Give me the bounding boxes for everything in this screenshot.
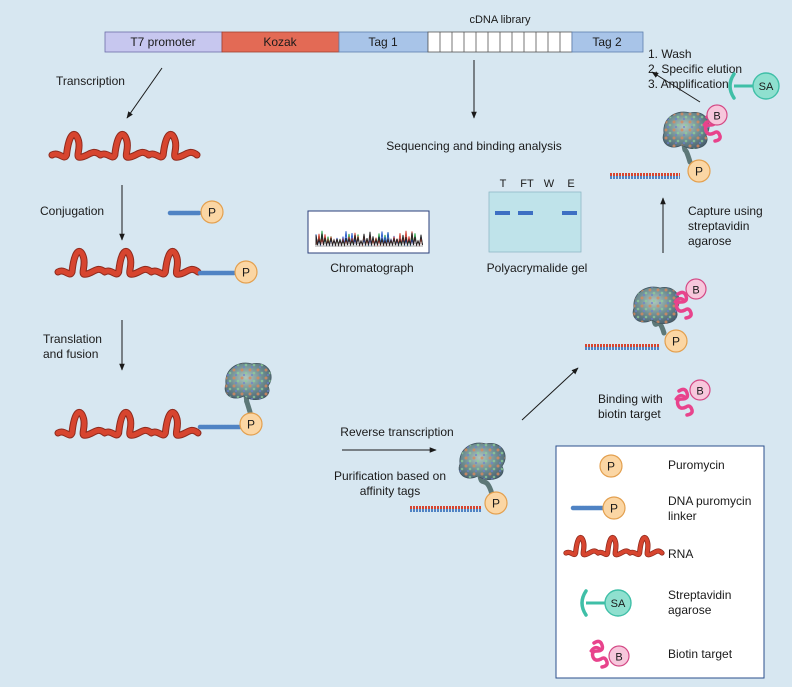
chromatograph <box>307 210 430 254</box>
biotin-badge: B <box>689 379 711 401</box>
puromycin-letter: P <box>610 502 618 516</box>
biotin-target-icon <box>589 639 609 669</box>
cdna-library-label: cDNA library <box>469 14 531 26</box>
label-gel: Polyacrymalide gel <box>487 261 588 275</box>
legend-box <box>555 445 765 679</box>
rna-strand <box>54 408 202 439</box>
gel-lane-ft: FT <box>520 178 534 190</box>
gel-band-ft <box>518 211 533 215</box>
arrow-selection <box>651 71 701 103</box>
segment-t7-label: T7 promoter <box>130 35 195 49</box>
label-binding-2: biotin target <box>598 407 661 421</box>
streptavidin-icon: SA <box>580 589 632 617</box>
label-purification-1: Purification based on <box>334 469 446 483</box>
streptavidin-icon: SA <box>728 72 780 100</box>
gel-band-t <box>495 211 510 215</box>
legend-biotin: Biotin target <box>668 647 733 661</box>
legend: P P SA B Puromycin DNA puromycin linker RNA… <box>555 445 765 679</box>
polyacrylamide-gel: T FT W E <box>488 178 582 253</box>
cdna-rna-hybrid <box>410 506 482 512</box>
biotin-badge: B <box>608 645 630 667</box>
puromycin-badge: P <box>687 159 711 183</box>
label-sequencing: Sequencing and binding analysis <box>386 139 561 153</box>
label-transcription: Transcription <box>56 74 125 88</box>
arrow-transcription <box>126 67 163 119</box>
puromycin-badge: P <box>200 200 224 224</box>
puromycin-badge: P <box>602 496 626 520</box>
segment-tag2-label: Tag 2 <box>592 35 622 49</box>
gel-band-e <box>562 211 577 215</box>
label-translation-2: and fusion <box>43 347 98 361</box>
biotin-target-icon <box>673 290 693 320</box>
legend-rna: RNA <box>668 547 693 561</box>
label-chromatograph: Chromatograph <box>330 261 413 275</box>
label-reverse-transcription: Reverse transcription <box>340 425 453 439</box>
label-selection-3: 3. Amplification <box>648 77 729 91</box>
label-purification-2: affinity tags <box>360 484 420 498</box>
puromycin-letter: P <box>208 206 216 220</box>
rna-strand <box>54 247 202 278</box>
arrow-binding <box>521 367 579 421</box>
translated-protein <box>662 111 710 165</box>
segment-kozak-label: Kozak <box>263 35 297 49</box>
label-conjugation: Conjugation <box>40 204 104 218</box>
label-selection-1: 1. Wash <box>648 47 692 61</box>
legend-streptavidin-1: Streptavidin <box>668 588 731 602</box>
translated-protein <box>224 362 272 415</box>
puromycin-badge: P <box>599 454 623 478</box>
puromycin-badge: P <box>234 260 258 284</box>
translated-protein <box>458 442 506 497</box>
legend-linker-1: DNA puromycin <box>668 494 751 508</box>
puromycin-badge: P <box>239 412 263 436</box>
label-selection-2: 2. Specific elution <box>648 62 742 76</box>
cdna-rna-hybrid <box>585 344 660 350</box>
biotin-target-icon <box>674 387 694 417</box>
legend-linker-2: linker <box>668 509 697 523</box>
label-binding-1: Binding with <box>598 392 663 406</box>
translated-protein <box>632 286 680 336</box>
puromycin-badge: P <box>664 329 688 353</box>
construct-bar: T7 promoter Kozak Tag 1 Tag 2 <box>104 31 644 53</box>
segment-tag1-label: Tag 1 <box>368 35 398 49</box>
biotin-letter: B <box>696 386 703 398</box>
label-capture-2: streptavidin <box>688 219 749 233</box>
biotin-letter: B <box>615 652 622 664</box>
puromycin-letter: P <box>607 460 615 474</box>
gel-lane-e: E <box>567 178 574 190</box>
cdna-library-cells <box>439 32 561 52</box>
puromycin-letter: P <box>695 165 703 179</box>
biotin-badge: B <box>685 278 707 300</box>
legend-puromycin: Puromycin <box>668 458 725 472</box>
segment-tag-2 <box>571 31 644 53</box>
flow-arrows <box>119 60 701 453</box>
puromycin-badge: P <box>484 491 508 515</box>
biotin-letter: B <box>692 285 699 297</box>
label-translation-1: Translation <box>43 332 102 346</box>
streptavidin-letters: SA <box>611 598 626 610</box>
biotin-letter: B <box>713 111 720 123</box>
biotin-badge: B <box>706 104 728 126</box>
puromycin-letter: P <box>242 266 250 280</box>
gel-lane-w: W <box>544 178 555 190</box>
label-capture-3: agarose <box>688 234 732 248</box>
cdna-rna-hybrid <box>610 173 680 179</box>
puromycin-letter: P <box>672 335 680 349</box>
gel-lane-t: T <box>500 178 507 190</box>
puromycin-letter: P <box>247 418 255 432</box>
streptavidin-letters: SA <box>759 81 774 93</box>
legend-streptavidin-2: agarose <box>668 603 712 617</box>
label-capture-1: Capture using <box>688 204 763 218</box>
rna-strand <box>563 534 665 558</box>
puromycin-letter: P <box>492 497 500 511</box>
rna-strand <box>48 130 201 161</box>
